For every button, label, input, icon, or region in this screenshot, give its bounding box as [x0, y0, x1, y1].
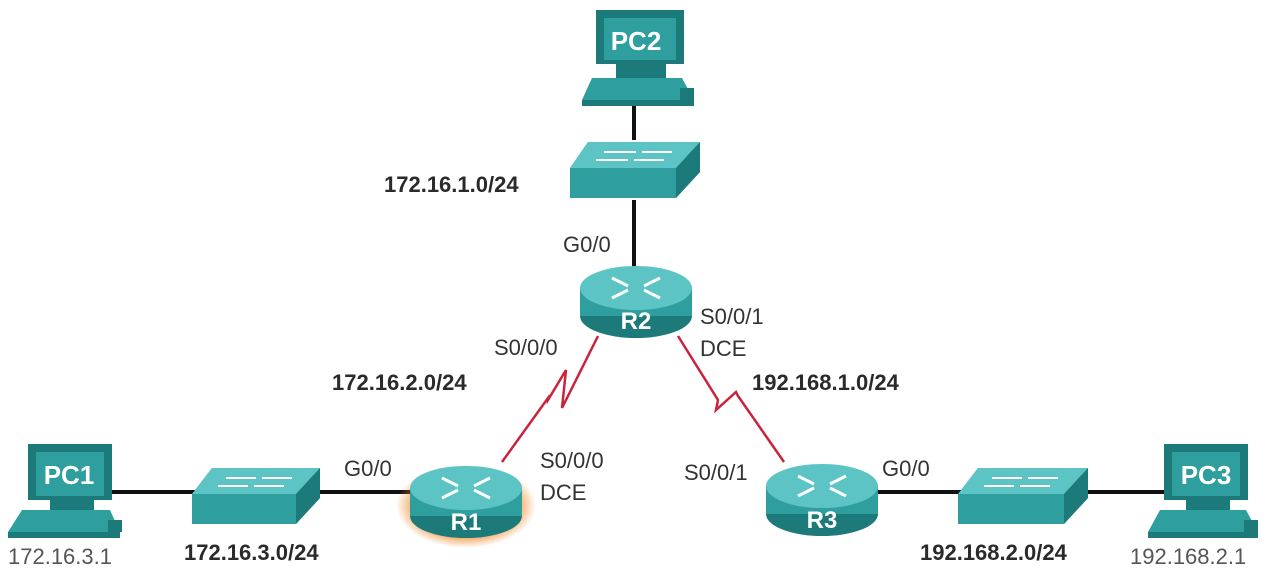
pc3-computer-icon [1148, 444, 1258, 538]
r2-router-icon [580, 266, 692, 338]
r1-router-icon [396, 464, 536, 548]
network-label-lan-r1: 172.16.3.0/24 [184, 540, 319, 565]
links [108, 98, 1172, 494]
r1-g00-label: G0/0 [344, 456, 392, 481]
pc1-label: PC1 [44, 460, 95, 490]
pc2-computer-icon [582, 10, 694, 106]
pc1-computer-icon [8, 444, 122, 538]
r1-label: R1 [451, 509, 482, 536]
r3-label: R3 [807, 507, 838, 534]
r3-g00-label: G0/0 [882, 456, 930, 481]
serial-link-r1-r2 [500, 335, 600, 463]
r1-s000-dce-label: DCE [540, 480, 587, 505]
r2-s001-label: S0/0/1 [700, 304, 764, 329]
network-label-wan-r1-r2: 172.16.2.0/24 [332, 370, 467, 395]
pc3-ip-label: 192.168.2.1 [1130, 544, 1247, 569]
r2-s000-label: S0/0/0 [494, 335, 558, 360]
serial-link-r2-r3 [676, 335, 786, 463]
network-label-lan-r3: 192.168.2.0/24 [920, 540, 1067, 565]
switch-r2-lan-icon [570, 142, 700, 198]
r2-g00-label: G0/0 [563, 232, 611, 257]
pc2-label: PC2 [611, 26, 662, 56]
network-label-lan-r2: 172.16.1.0/24 [384, 172, 519, 197]
network-label-wan-r2-r3: 192.168.1.0/24 [752, 370, 899, 395]
r2-label: R2 [621, 308, 652, 335]
r2-s001-dce-label: DCE [700, 336, 747, 361]
pc3-label: PC3 [1181, 460, 1232, 490]
r3-router-icon [766, 464, 878, 536]
r1-s000-label: S0/0/0 [540, 448, 604, 473]
pc1-ip-label: 172.16.3.1 [8, 544, 112, 569]
r3-s001-label: S0/0/1 [684, 460, 748, 485]
switch-r1-lan-icon [192, 468, 320, 524]
switch-r3-lan-icon [958, 468, 1088, 524]
